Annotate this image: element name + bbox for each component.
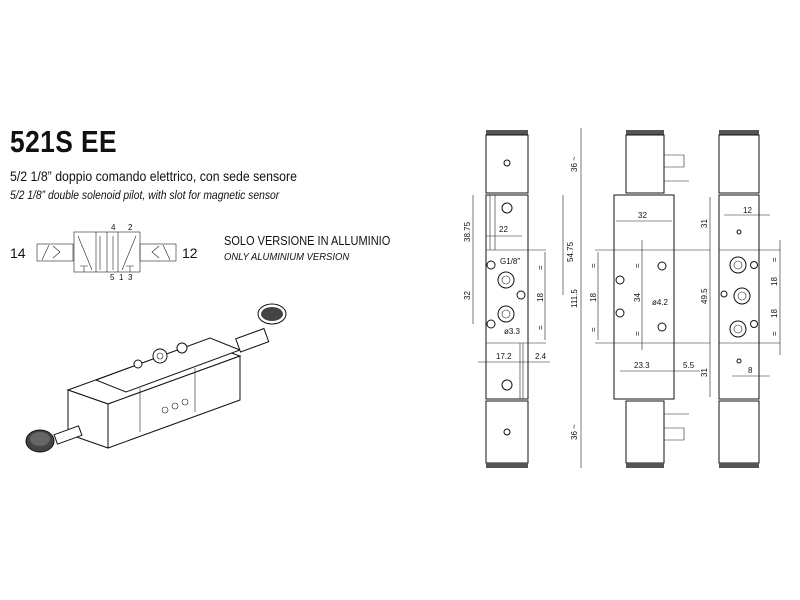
dim-32: 32 [463,291,472,300]
front-view: 36 ~ 111.5 36 ~ 32 31 18 = = 34 = = ø4.2… [570,128,711,468]
subtitle-english: 5/2 1/8” double solenoid pilot, with slo… [10,190,280,202]
thread-g1-8: G1/8" [500,257,520,266]
dim-18-lower: 18 [770,309,779,318]
port-label-2: 2 [128,223,133,232]
dim-coil-36-top: 36 ~ [570,156,579,172]
pilot-label-14: 14 [10,245,26,261]
dim-2-4: 2.4 [535,352,547,361]
dim-23-3: 23.3 [634,361,650,370]
equal-mark: = [589,327,598,332]
pilot-label-12: 12 [182,245,198,261]
dim-coil-36-bottom: 36 ~ [570,424,579,440]
port-label-3: 3 [128,273,133,282]
port-label-4: 4 [111,223,116,232]
port-label-1: 1 [119,273,124,282]
product-model-title: 521S EE [10,124,117,159]
dim-54-75: 54.75 [566,241,575,262]
equal-mark: = [536,265,545,270]
hole-diameter-3-3: ø3.3 [504,327,521,336]
aluminium-note-italian: SOLO VERSIONE IN ALLUMINIO [224,234,391,248]
dim-49-5: 49.5 [700,288,709,304]
valve-symbol: 14 12 4 2 5 1 3 [10,223,198,282]
equal-mark: = [770,331,779,336]
equal-mark: = [633,331,642,336]
aluminium-note-english: ONLY ALUMINIUM VERSION [224,251,350,263]
valve-isometric-illustration [25,303,287,453]
rear-view: 12 18 18 = = 8 [718,130,781,468]
dim-18-front: 18 [589,293,598,302]
dim-17-2: 17.2 [496,352,512,361]
dim-8: 8 [748,366,753,375]
port-label-5: 5 [110,273,115,282]
dim-18: 18 [536,293,545,302]
dim-18-upper: 18 [770,277,779,286]
dim-31-bottom: 31 [700,368,709,377]
dim-38-75: 38.75 [463,221,472,242]
equal-mark: = [633,263,642,268]
hole-diameter-4-2: ø4.2 [652,298,669,307]
equal-mark: = [536,325,545,330]
equal-mark: = [770,257,779,262]
equal-mark: = [589,263,598,268]
dim-111-5: 111.5 [570,289,579,308]
dim-22: 22 [499,225,508,234]
side-view: 38.75 22 54.75 G1/8" 32 18 = = ø3.3 17.2… [463,130,575,468]
dim-31-top: 31 [700,219,709,228]
dim-12: 12 [743,206,752,215]
dim-5-5: 5.5 [683,361,695,370]
dim-34: 34 [633,293,642,302]
dim-32-front: 32 [638,211,647,220]
subtitle-italian: 5/2 1/8” doppio comando elettrico, con s… [10,168,297,184]
